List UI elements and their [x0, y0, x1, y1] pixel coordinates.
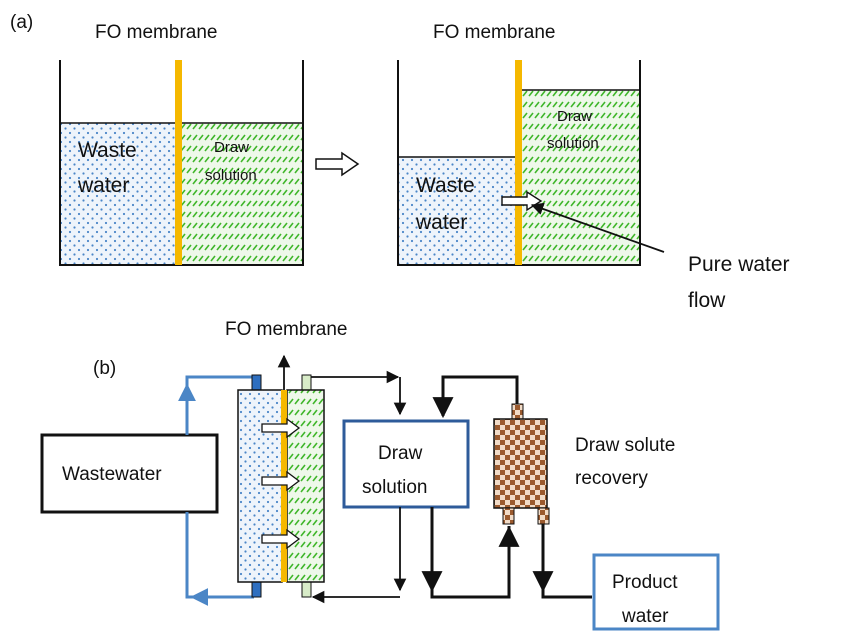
left-waste-label-1: Waste: [78, 139, 137, 162]
right-wastewater-fill: [398, 157, 515, 265]
product-water-tank: [592, 553, 720, 631]
panel-b-label: (b): [93, 358, 116, 379]
draw-inlet-port: [301, 581, 312, 598]
panel-a-label: (a): [10, 12, 33, 33]
right-waste-label-2: water: [415, 211, 467, 234]
feed-outlet-port: [251, 581, 262, 598]
draw-solution-label-2: solution: [362, 477, 428, 498]
fo-feed-channel: [237, 389, 283, 583]
panel-b-membrane-title: FO membrane: [225, 319, 347, 340]
fo-membrane-strip: [281, 390, 287, 582]
pure-water-label-1: Pure water: [688, 253, 790, 276]
product-label-1: Product: [612, 572, 678, 593]
recovered-draw-line: [441, 375, 519, 414]
left-membrane-title: FO membrane: [95, 22, 217, 43]
recovery-label-1: Draw solute: [575, 435, 675, 456]
recovery-bottom-left-port: [502, 507, 515, 525]
right-tank: [397, 60, 641, 266]
draw-solute-recovery-unit: [493, 403, 550, 525]
left-wastewater-fill: [60, 123, 177, 265]
draw-to-recovery-line: [430, 507, 511, 599]
draw-solution-tank: [342, 419, 470, 509]
flux-arrow-2-icon: [261, 470, 301, 492]
pure-water-pointer: [530, 202, 665, 253]
right-fo-membrane: [515, 60, 522, 265]
left-waste-label-2: water: [77, 174, 129, 197]
right-draw-label-2: solution: [547, 135, 599, 152]
product-label-2: water: [621, 606, 669, 627]
recovery-vessel: [493, 418, 548, 509]
fo-module: [237, 374, 325, 598]
right-waste-label-1: Waste: [416, 174, 475, 197]
recovery-top-port: [511, 403, 524, 420]
draw-outlet-port: [301, 374, 312, 391]
wastewater-label: Wastewater: [62, 464, 162, 485]
flux-arrow-3-icon: [261, 528, 301, 550]
right-membrane-title: FO membrane: [433, 22, 555, 43]
left-draw-label-2: solution: [205, 167, 257, 184]
recovery-label-2: recovery: [575, 468, 648, 489]
feed-inlet-port: [251, 374, 262, 391]
transition-arrow-icon: [315, 151, 360, 177]
wastewater-feed-line: [185, 375, 254, 435]
left-draw-fill: [181, 123, 303, 265]
left-fo-membrane: [175, 60, 182, 265]
left-tank: [59, 60, 304, 266]
draw-solution-label-1: Draw: [378, 443, 423, 464]
flux-arrow-1-icon: [261, 417, 301, 439]
pure-water-label-2: flow: [688, 289, 726, 312]
wastewater-tank: [40, 433, 219, 514]
recovery-bottom-right-port: [537, 507, 550, 525]
left-draw-label-1: Draw: [214, 139, 249, 156]
right-draw-label-1: Draw: [557, 108, 592, 125]
wastewater-return-line: [185, 512, 254, 599]
product-water-line: [541, 524, 592, 599]
